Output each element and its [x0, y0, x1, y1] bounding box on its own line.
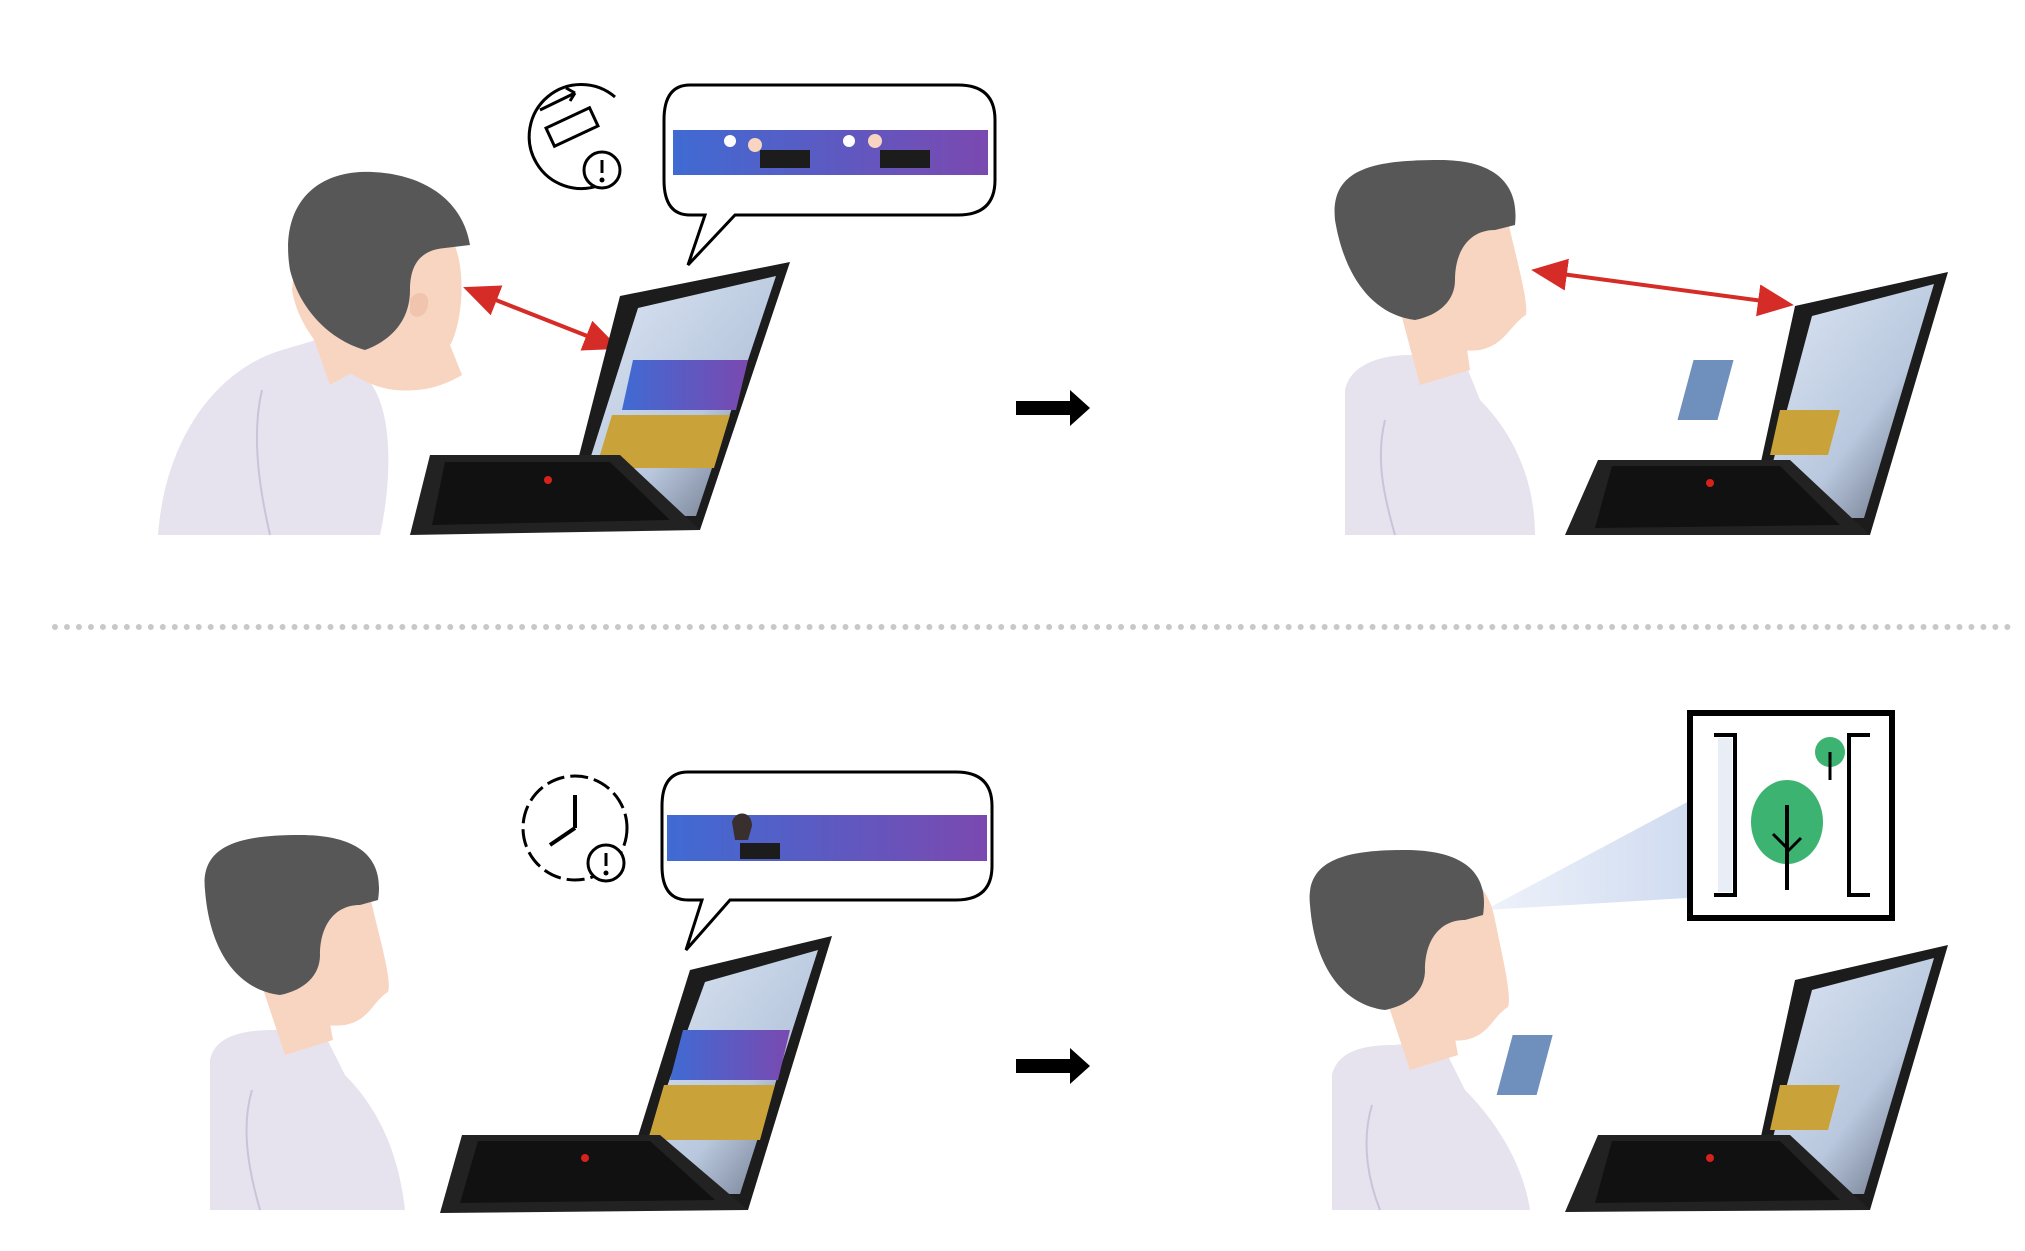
- warning-icon: [586, 843, 626, 883]
- right-arrow-icon: [1016, 390, 1090, 426]
- trackpoint-icon: [544, 476, 552, 484]
- person-upright: [1334, 160, 1535, 536]
- panel-distance-ok: [1334, 160, 1948, 536]
- panel-eye-rest: [1309, 710, 1948, 1212]
- proper-distance-arrow: [1531, 258, 1794, 317]
- panel-break-alert: [204, 770, 994, 1213]
- gaze-cone: [1485, 775, 1738, 910]
- trackpoint-icon: [581, 1154, 589, 1162]
- short-distance-arrow: [463, 285, 620, 351]
- window-tree-icon: [1687, 710, 1895, 921]
- speech-bubble-distance: [662, 83, 997, 267]
- laptop-2: [1565, 272, 1948, 535]
- person-looking-away: [1309, 850, 1530, 1211]
- ruler-icon: [527, 83, 616, 190]
- person-at-laptop: [204, 835, 405, 1211]
- laptop-4: [1496, 945, 1948, 1212]
- distance-notification-banner: [673, 130, 988, 175]
- trackpoint-icon: [1706, 479, 1714, 487]
- person-leaning-in: [158, 171, 470, 536]
- trackpoint-icon: [1706, 1154, 1714, 1162]
- clock-icon: [521, 774, 629, 882]
- laptop-1: [410, 262, 790, 535]
- laptop-3: [440, 936, 832, 1213]
- break-reminder-banner: [667, 815, 987, 861]
- section-divider: [52, 624, 2012, 630]
- close-icon: [724, 135, 736, 147]
- warning-icon: [582, 150, 622, 190]
- panel-distance-alert: [158, 83, 997, 536]
- right-arrow-icon: [1016, 1048, 1090, 1084]
- check-icon: [843, 135, 855, 147]
- speech-bubble-break: [660, 770, 994, 951]
